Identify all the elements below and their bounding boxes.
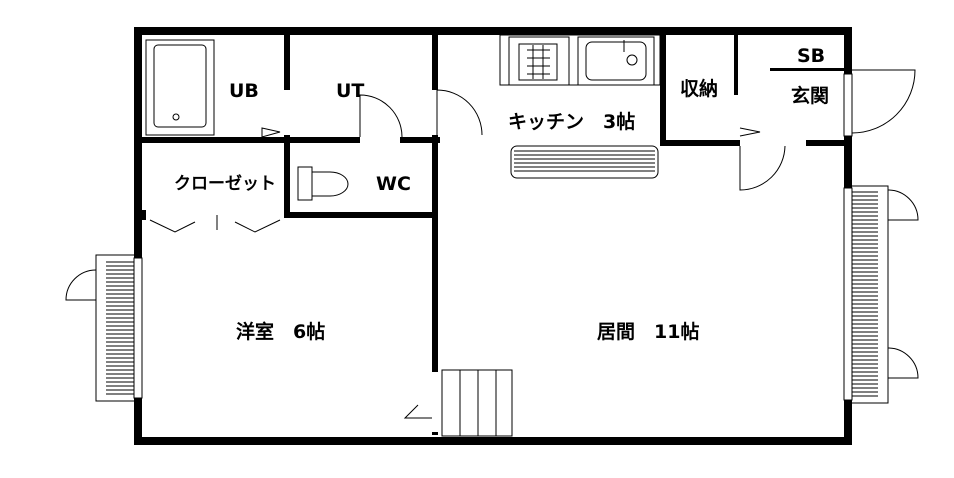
room-label-ub: UB xyxy=(229,80,259,102)
room-label-ut: UT xyxy=(336,80,365,102)
room-label-entrance: 玄関 xyxy=(791,85,830,107)
room-label-storage: 収納 xyxy=(680,78,719,100)
door-gaps xyxy=(146,90,780,432)
stove-icon xyxy=(508,36,570,86)
room-label-kitchen: キッチン 3帖 xyxy=(508,111,636,133)
stairs-icon xyxy=(441,369,513,437)
toilet-icon xyxy=(297,166,349,201)
room-label-sb: SB xyxy=(797,45,826,67)
counter-icon xyxy=(499,34,661,179)
windows xyxy=(133,73,853,401)
room-label-closet: クローゼット xyxy=(174,174,276,194)
door-swing-icon xyxy=(65,69,919,419)
room-label-wc: WC xyxy=(376,173,411,195)
room-label-living-room: 居間 11帖 xyxy=(597,321,700,343)
room-label-western-room: 洋室 6帖 xyxy=(236,321,326,343)
balcony-left xyxy=(95,254,141,402)
bathtub-icon xyxy=(145,39,215,136)
sink-icon xyxy=(577,36,655,86)
